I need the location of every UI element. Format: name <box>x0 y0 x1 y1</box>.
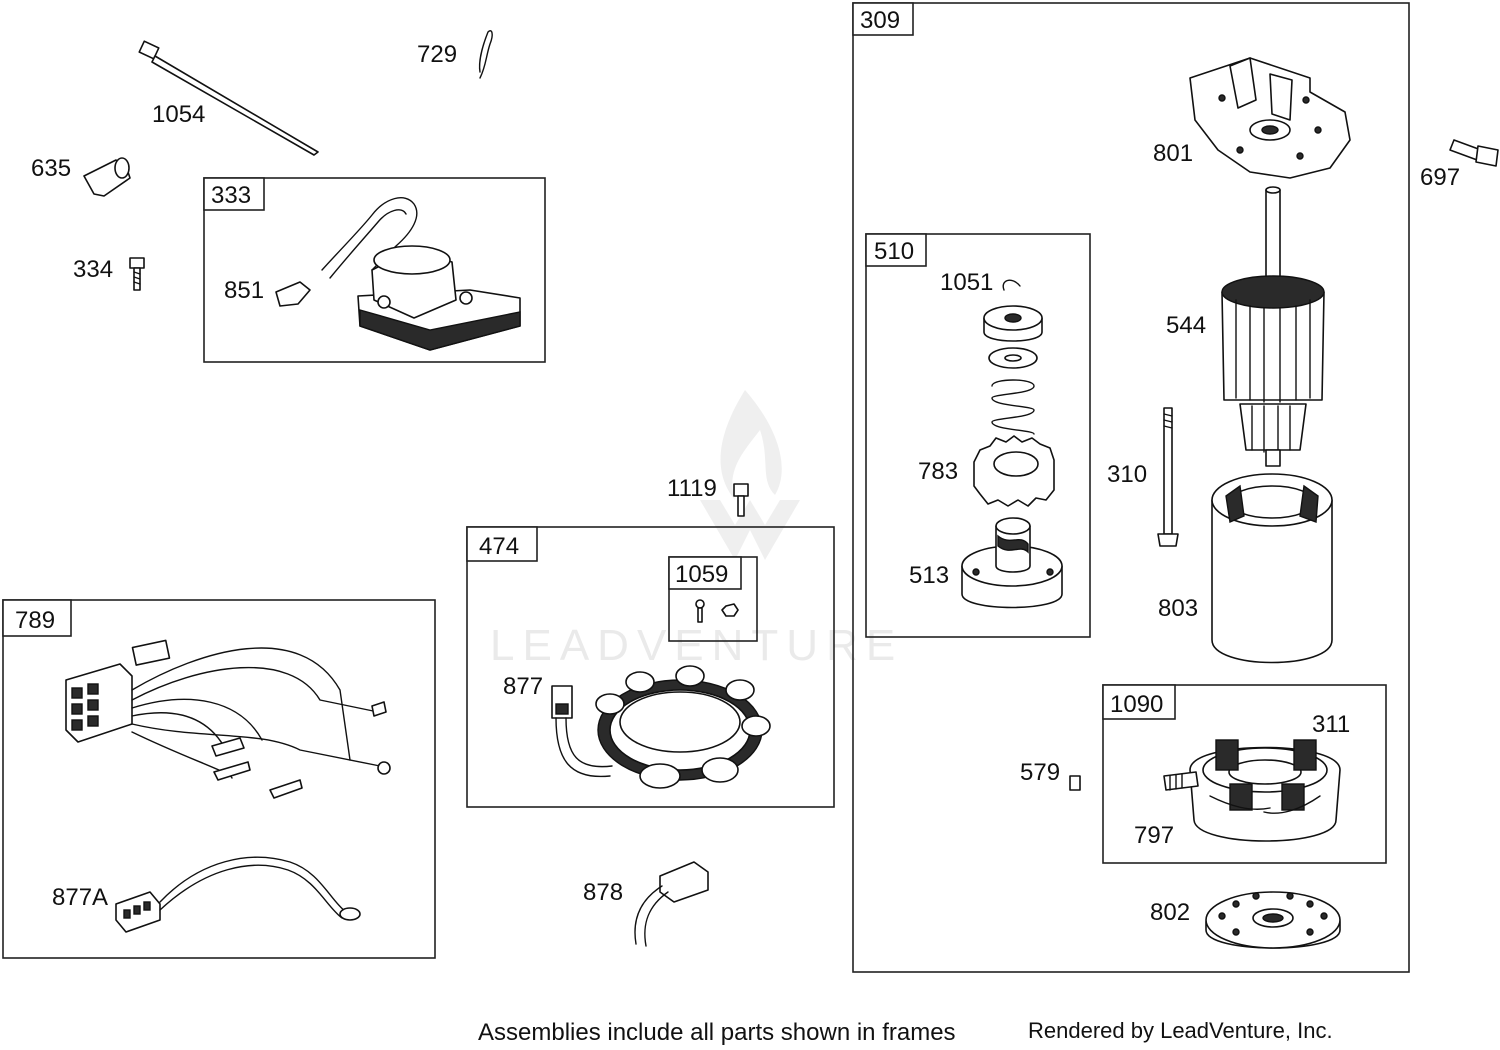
part-label-878: 878 <box>583 879 623 906</box>
part-label-1054: 1054 <box>152 101 205 128</box>
part-label-797: 797 <box>1134 822 1174 849</box>
part-729-clip[interactable]: 729 <box>417 30 493 79</box>
drive-washer[interactable] <box>988 347 1038 369</box>
footer-note: Assemblies include all parts shown in fr… <box>478 1019 956 1046</box>
part-label-801: 801 <box>1153 140 1193 167</box>
part-label-579: 579 <box>1020 759 1060 786</box>
part-label-1051: 1051 <box>940 269 993 296</box>
part-label-1119: 1119 <box>667 475 717 502</box>
watermark: LEADVENTURE <box>490 390 903 670</box>
part-label-803: 803 <box>1158 595 1198 622</box>
frame-label-510: 510 <box>874 238 914 265</box>
part-label-877a: 877A <box>52 884 108 911</box>
frame-333-ignition-armature[interactable]: 333 851 <box>203 177 546 363</box>
frame-309-starter-motor[interactable]: 309 801 544 <box>852 2 1410 973</box>
frame-label-309: 309 <box>860 7 900 34</box>
part-label-635: 635 <box>31 155 71 182</box>
frame-label-789: 789 <box>15 607 55 634</box>
part-label-544: 544 <box>1166 312 1206 339</box>
part-513-drive-base[interactable]: 513 <box>909 517 1063 609</box>
watermark-text: LEADVENTURE <box>490 621 903 670</box>
part-label-310: 310 <box>1107 461 1147 488</box>
frame-label-474: 474 <box>479 533 519 560</box>
part-label-334: 334 <box>73 256 113 283</box>
part-label-877: 877 <box>503 673 543 700</box>
part-label-802: 802 <box>1150 899 1190 926</box>
frame-474-alternator[interactable]: 474 1059 877 <box>466 526 835 808</box>
part-label-783: 783 <box>918 458 958 485</box>
part-783-pinion-gear[interactable]: 783 <box>918 435 1055 507</box>
part-544-armature[interactable]: 544 <box>1166 186 1325 467</box>
part-878-connector[interactable]: 878 <box>583 861 709 947</box>
part-label-851: 851 <box>224 277 264 304</box>
footer-credit: Rendered by LeadVenture, Inc. <box>1028 1018 1333 1043</box>
part-310-through-bolt[interactable]: 310 <box>1107 407 1179 547</box>
drive-stop-cap[interactable] <box>983 305 1043 342</box>
part-579-nut[interactable]: 579 <box>1020 759 1081 791</box>
frame-789-wiring-harness[interactable]: 789 877A <box>2 599 436 959</box>
part-label-697: 697 <box>1420 164 1460 191</box>
part-1119-screw[interactable]: 1119 <box>667 475 749 517</box>
part-1054-cable-tie[interactable]: 1054 <box>138 40 319 156</box>
watermark-flame-icon <box>720 390 782 500</box>
part-334-screw[interactable]: 334 <box>73 256 145 291</box>
drive-spring[interactable] <box>991 379 1035 435</box>
part-label-311: 311 <box>1312 711 1350 738</box>
part-801-bracket[interactable]: 801 <box>1153 57 1351 179</box>
part-label-513: 513 <box>909 562 949 589</box>
part-1051-retaining-ring[interactable]: 1051 <box>940 269 1021 296</box>
frame-510-drive-assembly[interactable]: 510 1051 783 <box>865 233 1091 638</box>
frame-label-333: 333 <box>211 182 251 209</box>
part-635-terminal[interactable]: 635 <box>31 155 131 197</box>
watermark-v-icon <box>700 500 800 560</box>
frame-1090-brush-holder[interactable]: 1090 311 797 <box>1102 684 1387 864</box>
part-802-end-plate[interactable]: 802 <box>1150 891 1341 949</box>
part-label-729: 729 <box>417 41 457 68</box>
part-803-motor-housing[interactable]: 803 <box>1158 473 1333 664</box>
frame-label-1090: 1090 <box>1110 691 1163 718</box>
part-697-bolt[interactable]: 697 <box>1420 139 1499 191</box>
frame-label-1059: 1059 <box>675 561 728 588</box>
